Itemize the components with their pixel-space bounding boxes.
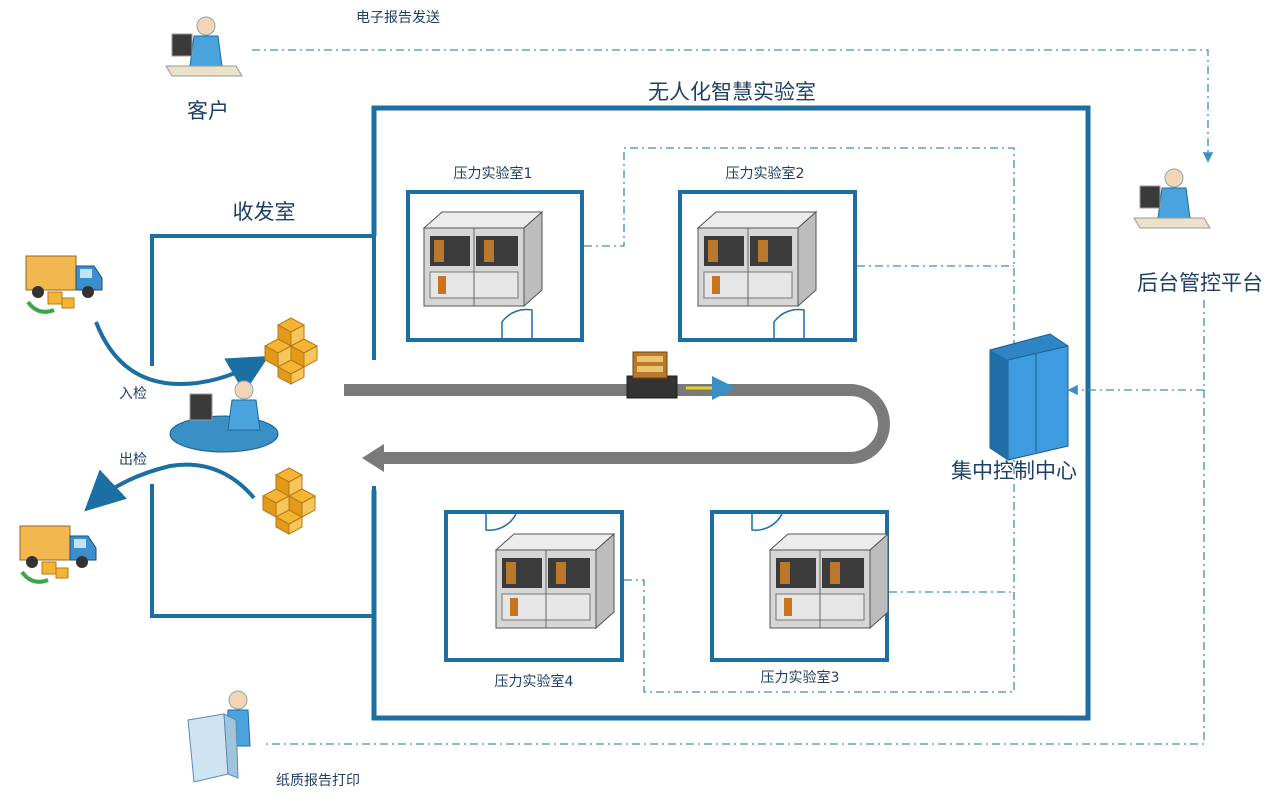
receiving-room-top-wall xyxy=(150,234,376,366)
external-links xyxy=(252,49,1214,745)
paper-report-label: 纸质报告打印 xyxy=(276,772,360,789)
control-center-label: 集中控制中心 xyxy=(951,459,1077,483)
receiving-room-label: 收发室 xyxy=(233,200,296,224)
inbound-check-label: 入检 xyxy=(119,386,147,402)
inbound-truck-icon xyxy=(24,254,104,314)
customer-icon xyxy=(165,16,243,77)
customer-label: 客户 xyxy=(187,99,229,123)
printer-operator-icon xyxy=(187,690,251,783)
conveyor-track xyxy=(344,384,890,464)
inspection-station-icon xyxy=(169,380,279,453)
lab-room-3: 压力实验室3 xyxy=(710,510,889,686)
lab-3-label: 压力实验室3 xyxy=(761,669,840,686)
outbound-truck-icon xyxy=(18,524,98,584)
conveyor-arrowhead xyxy=(362,444,384,472)
lab-2-label: 压力实验室2 xyxy=(726,165,805,182)
smart-lab-title: 无人化智慧实验室 xyxy=(648,80,816,104)
server-cabinet-icon xyxy=(989,333,1069,461)
email-report-label: 电子报告发送 xyxy=(356,10,440,26)
backend-operator-icon xyxy=(1133,168,1211,229)
backend-label: 后台管控平台 xyxy=(1137,271,1263,295)
inbound-boxes-icon xyxy=(264,317,318,385)
outbound-boxes-icon xyxy=(262,467,316,535)
lab-room-1: 压力实验室1 xyxy=(406,165,584,342)
agv-cart xyxy=(626,351,678,399)
receiving-room-bottom-wall xyxy=(150,484,376,618)
lab-room-4: 压力实验室4 xyxy=(444,510,624,690)
smart-lab-frame xyxy=(371,105,1091,721)
lab-4-label: 压力实验室4 xyxy=(495,673,574,690)
inbound-flow-arrow xyxy=(94,321,269,394)
outbound-check-label: 出检 xyxy=(119,452,147,468)
outbound-flow-arrow xyxy=(84,462,256,512)
lab-room-2: 压力实验室2 xyxy=(678,165,857,342)
lab-1-label: 压力实验室1 xyxy=(454,165,533,182)
